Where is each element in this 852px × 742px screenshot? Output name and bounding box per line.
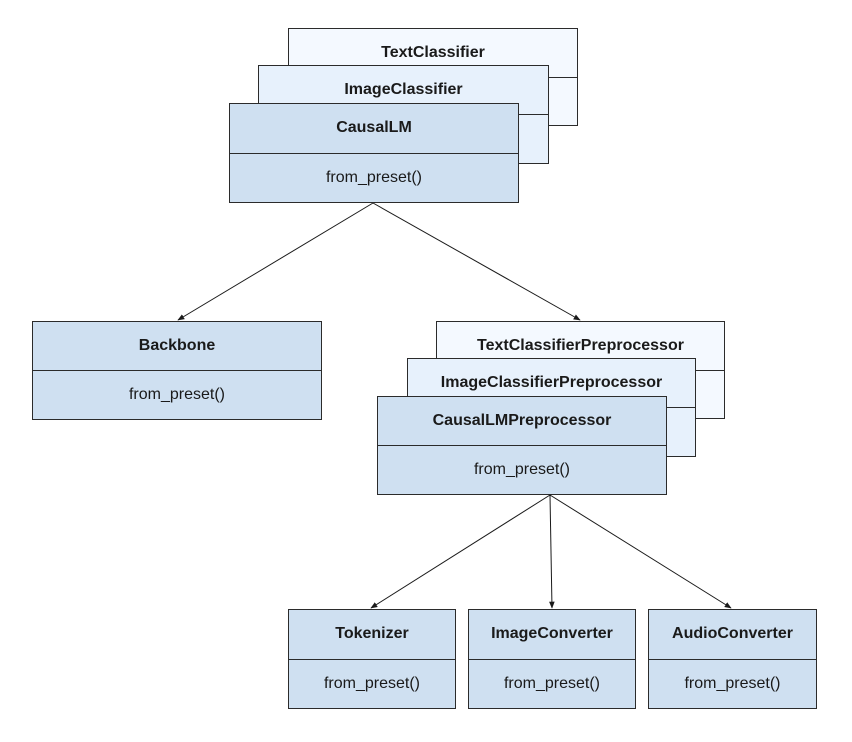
causal-lm-preprocessor-title: CausalLMPreprocessor <box>378 397 666 446</box>
causal-lm-method: from_preset() <box>325 168 423 186</box>
arrow-task-to-backbone <box>177 202 374 321</box>
backbone-title: Backbone <box>33 322 321 371</box>
causal-lm-card: CausalLM from_preset() <box>229 103 519 203</box>
causal-lm-title: CausalLM <box>230 104 518 154</box>
causal-lm-preprocessor-method: from_preset() <box>473 461 571 478</box>
arrow-preprocessor-to-audioconverter <box>549 494 732 609</box>
arrow-task-to-preprocessor <box>372 202 581 321</box>
image-converter-method: from_preset() <box>503 674 601 692</box>
image-converter-card: ImageConverter from_preset() <box>468 609 636 709</box>
tokenizer-method: from_preset() <box>323 674 421 692</box>
audio-converter-card: AudioConverter from_preset() <box>648 609 817 709</box>
causal-lm-preprocessor-card: CausalLMPreprocessor from_preset() <box>377 396 667 495</box>
image-converter-title: ImageConverter <box>469 610 635 660</box>
arrow-preprocessor-to-tokenizer <box>370 494 551 609</box>
tokenizer-card: Tokenizer from_preset() <box>288 609 456 709</box>
audio-converter-method: from_preset() <box>684 674 781 692</box>
backbone-card: Backbone from_preset() <box>32 321 322 420</box>
arrow-preprocessor-to-imageconverter <box>549 494 555 609</box>
audio-converter-title: AudioConverter <box>649 610 816 660</box>
backbone-method: from_preset() <box>128 386 226 403</box>
tokenizer-title: Tokenizer <box>289 610 455 660</box>
